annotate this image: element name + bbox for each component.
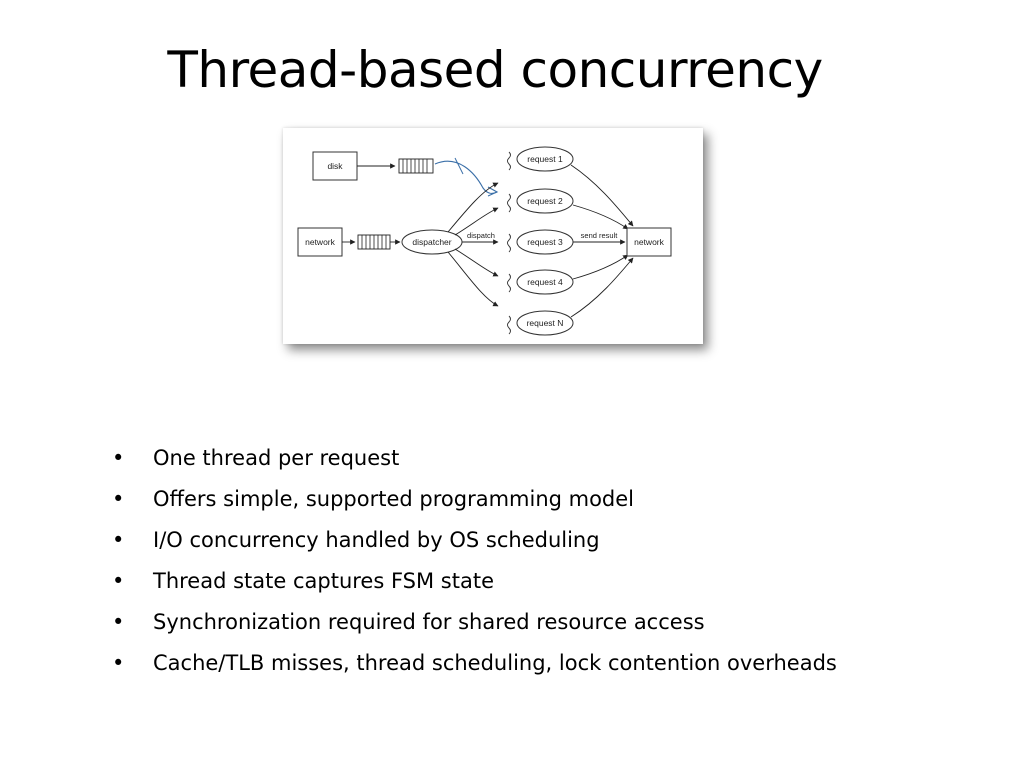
disk-box <box>312 151 358 181</box>
bullet-text: Cache/TLB misses, thread scheduling, loc… <box>153 651 837 675</box>
network-in-box <box>297 227 343 257</box>
bullet-item: • Thread state captures FSM state <box>112 561 992 602</box>
request-node <box>516 310 574 336</box>
bullet-list: • One thread per request • Offers simple, … <box>112 438 992 684</box>
dispatch-edge-label: dispatch <box>467 231 495 240</box>
request-label: request 4 <box>527 277 563 287</box>
bullet-item: • Cache/TLB misses, thread scheduling, lo… <box>112 643 992 684</box>
thread-diagram-figure: disk network <box>283 128 703 344</box>
bullet-text: I/O concurrency handled by OS scheduling <box>153 528 600 552</box>
annotation-arrow-icon <box>434 157 499 197</box>
request-label: request 1 <box>527 154 563 164</box>
thread-icon <box>507 273 511 293</box>
network-out-label: network <box>634 237 665 247</box>
thread-icon <box>507 315 511 335</box>
bullet-item: • Synchronization required for shared res… <box>112 602 992 643</box>
bullet-item: • One thread per request <box>112 438 992 479</box>
thread-icon <box>507 151 511 171</box>
network-queue-icon <box>357 234 391 250</box>
request-node <box>516 188 574 214</box>
bullet-marker: • <box>112 610 125 634</box>
thread-icon <box>507 193 511 213</box>
bullet-text: Synchronization required for shared reso… <box>153 610 705 634</box>
slide-title: Thread-based concurrency <box>167 41 823 99</box>
request-label: request N <box>527 318 564 328</box>
network-out-box <box>626 227 672 257</box>
bullet-marker: • <box>112 569 125 593</box>
request-label: request 3 <box>527 237 563 247</box>
dispatcher-label: dispatcher <box>412 237 451 247</box>
bullet-marker: • <box>112 651 125 675</box>
thread-icon <box>507 233 511 253</box>
bullet-marker: • <box>112 528 125 552</box>
bullet-text: Offers simple, supported programming mod… <box>153 487 635 511</box>
send-result-edge-label: send result <box>581 231 619 240</box>
thread-diagram: disk network <box>297 146 672 336</box>
request-label: request 2 <box>527 196 563 206</box>
network-in-label: network <box>305 237 336 247</box>
bullet-item: • Offers simple, supported programming mo… <box>112 479 992 520</box>
bullet-marker: • <box>112 487 125 511</box>
request-node <box>516 269 574 295</box>
thread-icons <box>507 151 511 335</box>
disk-label: disk <box>327 161 343 171</box>
bullet-text: Thread state captures FSM state <box>153 569 495 593</box>
bullet-item: • I/O concurrency handled by OS schedulin… <box>112 520 992 561</box>
bullet-marker: • <box>112 446 125 470</box>
bullet-text: One thread per request <box>153 446 400 470</box>
disk-queue-icon <box>398 158 434 174</box>
request-node <box>516 146 574 172</box>
